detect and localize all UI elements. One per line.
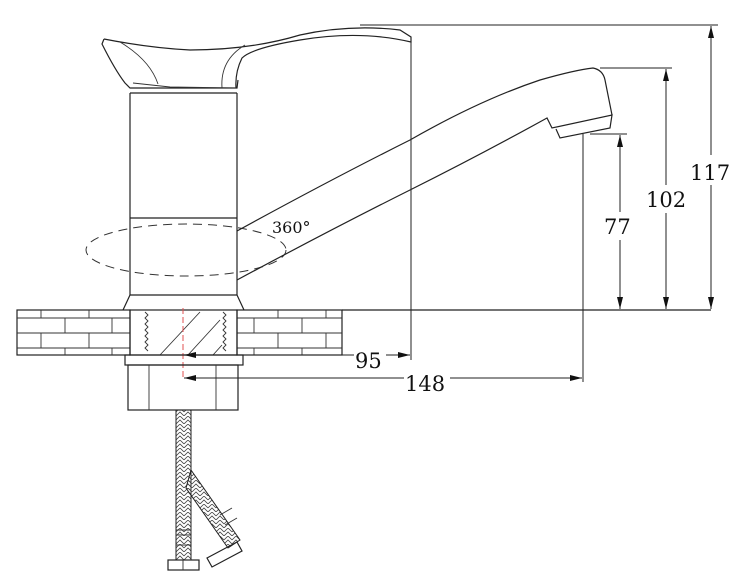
spout <box>236 67 613 281</box>
countertop <box>16 309 711 356</box>
mounting-nut <box>124 354 244 411</box>
rotation-ellipse <box>85 223 287 277</box>
faucet-body <box>122 92 245 311</box>
dimension-148: 148 <box>405 372 445 396</box>
supply-hoses <box>167 409 243 571</box>
threaded-shank <box>129 308 238 380</box>
dimension-102: 102 <box>646 188 686 212</box>
dimension-117: 117 <box>690 161 730 185</box>
dimension-95: 95 <box>355 349 382 373</box>
rotation-label: 360° <box>272 218 311 237</box>
dimension-77: 77 <box>604 215 631 239</box>
handle-lever <box>101 27 412 89</box>
dimension-lines <box>184 24 718 382</box>
